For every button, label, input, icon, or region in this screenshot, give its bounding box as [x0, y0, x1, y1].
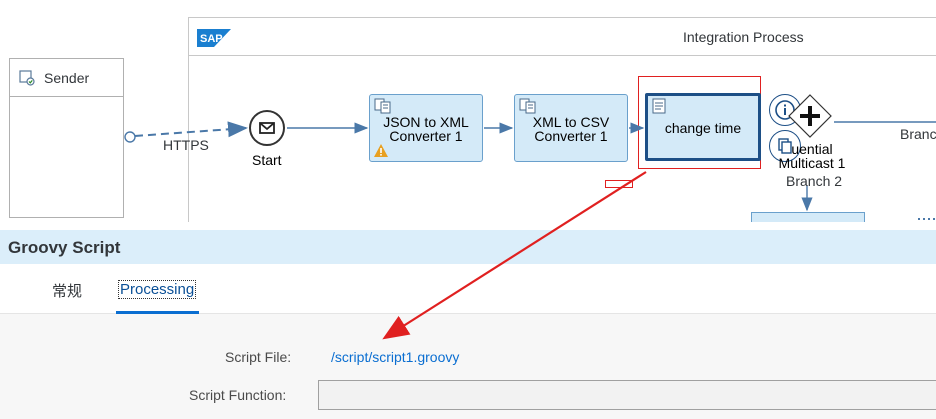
step-converter-icon [519, 98, 536, 114]
branch2-label: Branch 2 [786, 173, 843, 189]
start-label: Start [252, 152, 282, 168]
tab-processing[interactable]: Processing [118, 280, 197, 299]
copy-button[interactable] [769, 130, 801, 162]
annotation-small-box [605, 180, 633, 188]
script-file-label: Script File: [225, 349, 292, 365]
json-to-xml-label: JSON to XML Converter 1 [383, 114, 469, 144]
sap-logo: SAP [197, 29, 231, 47]
warning-icon [374, 144, 388, 157]
diagram-canvas[interactable]: Sender SAP Integration Process HTTPS Sta… [0, 0, 936, 222]
step-script-icon [652, 98, 666, 114]
panel-header: Groovy Script [0, 230, 936, 264]
multicast-label: uential Multicast 1 [778, 141, 846, 171]
info-icon [775, 100, 795, 120]
panel-title: Groovy Script [8, 238, 121, 257]
sender-label: Sender [44, 70, 90, 86]
plus-gateway-icon[interactable] [785, 91, 835, 141]
copy-icon [778, 138, 792, 154]
json-to-xml-converter-step[interactable]: JSON to XML Converter 1 [369, 94, 483, 162]
https-label: HTTPS [163, 137, 209, 153]
change-time-script-step[interactable]: change time [645, 93, 761, 161]
tab-general[interactable]: 常规 [52, 283, 83, 300]
script-function-label: Script Function: [189, 387, 287, 403]
xml-to-csv-label: XML to CSV Converter 1 [532, 114, 610, 144]
sender-participant[interactable]: Sender [9, 58, 124, 218]
svg-text:SAP: SAP [200, 33, 223, 45]
pool-title: Integration Process [683, 29, 804, 45]
change-time-label: change time [664, 120, 742, 136]
envelope-icon [259, 122, 275, 134]
start-event[interactable] [249, 110, 285, 146]
property-panel: Groovy Script 常规 Processing Script File:… [0, 222, 936, 419]
xml-to-csv-converter-step[interactable]: XML to CSV Converter 1 [514, 94, 628, 162]
script-file-link[interactable]: /script/script1.groovy [331, 349, 460, 365]
active-tab-indicator [116, 311, 199, 314]
tab-bar: 常规 Processing [0, 264, 936, 314]
sender-icon [19, 70, 35, 86]
script-function-input[interactable] [318, 380, 936, 410]
branch2-next-step[interactable] [751, 212, 865, 222]
step-converter-icon [374, 98, 391, 114]
branch1-label: Branc [900, 126, 936, 142]
